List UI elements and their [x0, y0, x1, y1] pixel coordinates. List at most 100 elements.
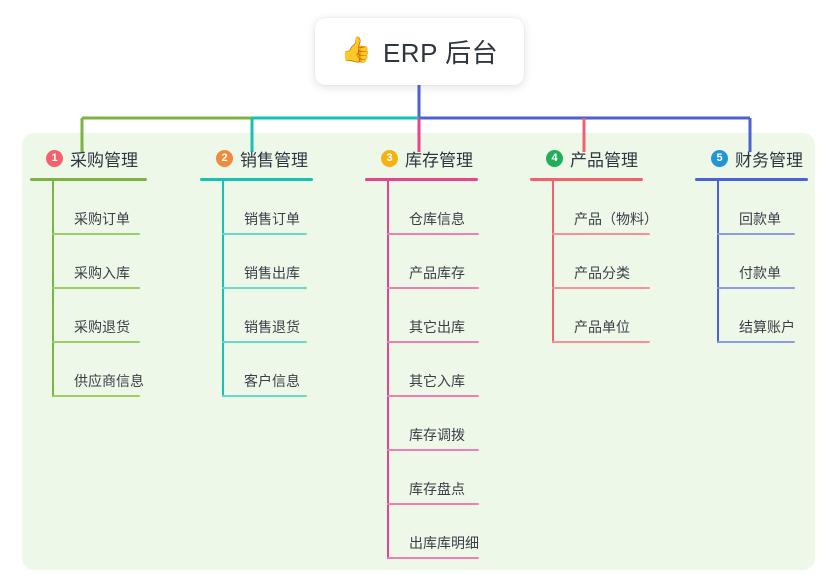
branch-number-badge: 3	[381, 149, 398, 167]
branch-item[interactable]: 其它入库	[387, 343, 479, 397]
branch-number-badge: 4	[546, 149, 563, 167]
branch-item[interactable]: 库存调拨	[387, 397, 479, 451]
branch-number-badge: 2	[216, 149, 233, 167]
branch-item-label: 客户信息	[244, 373, 300, 389]
branch-item-rule	[387, 341, 479, 343]
branch-item-label: 采购订单	[74, 211, 130, 227]
branch-header-rule	[30, 178, 147, 181]
branch-item-rule	[387, 233, 479, 235]
branch-item[interactable]: 客户信息	[222, 343, 313, 397]
branch-item[interactable]: 回款单	[717, 181, 808, 235]
branch-header-rule	[695, 178, 808, 181]
branch-item-label: 回款单	[739, 211, 781, 227]
branch-header-1[interactable]: 1 采购管理	[30, 146, 147, 170]
branch-item[interactable]: 产品（物料）	[552, 181, 658, 235]
branch-item-rule	[552, 287, 650, 289]
branch-item-rule	[222, 287, 307, 289]
root-node-title: ERP 后台	[382, 38, 499, 68]
branch-item[interactable]: 付款单	[717, 235, 808, 289]
branch-item-list: 仓库信息产品库存其它出库其它入库库存调拨库存盘点出库库明细	[387, 181, 479, 559]
branch-item[interactable]: 产品库存	[387, 235, 479, 289]
branch-item-rule	[52, 341, 140, 343]
branch-header-2[interactable]: 2 销售管理	[200, 146, 313, 170]
branch-item-label: 销售退货	[244, 319, 300, 335]
branch-item[interactable]: 销售出库	[222, 235, 313, 289]
branch-item-label: 产品库存	[409, 265, 465, 281]
branch-header-rule	[530, 178, 643, 181]
branch-item[interactable]: 其它出库	[387, 289, 479, 343]
thumbs-up-icon: 👍	[340, 36, 372, 64]
branch-item-rule	[387, 557, 479, 559]
branch-item-rule	[552, 341, 650, 343]
branch-item-rule	[717, 341, 795, 343]
branch-item-list: 销售订单销售出库销售退货客户信息	[222, 181, 313, 397]
branch-item-rule	[222, 233, 307, 235]
branch-panel-background	[22, 133, 815, 570]
branch-item-label: 其它出库	[409, 319, 465, 335]
branch-item-label: 其它入库	[409, 373, 465, 389]
branch-item-rule	[387, 287, 479, 289]
branch-item-label: 库存调拨	[409, 427, 465, 443]
branch-item-label: 结算账户	[739, 319, 795, 335]
branch-item-list: 回款单付款单结算账户	[717, 181, 808, 343]
branch-item-list: 产品（物料） 产品分类产品单位	[552, 181, 658, 343]
branch-item[interactable]: 供应商信息	[52, 343, 147, 397]
branch-spine-line	[552, 181, 554, 343]
branch-item-label: 产品分类	[574, 265, 630, 281]
branch-header-4[interactable]: 4 产品管理	[530, 146, 643, 170]
branch-item-label: 出库库明细	[409, 535, 479, 551]
branch-item-rule	[387, 395, 479, 397]
branch-column-3: 3 库存管理仓库信息产品库存其它出库其它入库库存调拨库存盘点出库库明细	[365, 146, 479, 559]
branch-item-rule	[222, 341, 307, 343]
branch-item[interactable]: 出库库明细	[387, 505, 479, 559]
branch-spine-line	[387, 181, 389, 559]
branch-item-label: 付款单	[739, 265, 781, 281]
branch-item-rule	[222, 395, 307, 397]
branch-item[interactable]: 销售退货	[222, 289, 313, 343]
branch-header-3[interactable]: 3 库存管理	[365, 146, 478, 170]
branch-item[interactable]: 结算账户	[717, 289, 808, 343]
branch-spine-line	[717, 181, 719, 343]
branch-column-2: 2 销售管理销售订单销售出库销售退货客户信息	[200, 146, 313, 397]
branch-title: 库存管理	[405, 150, 473, 170]
branch-item-label: 供应商信息	[74, 373, 144, 389]
branch-number-badge: 1	[46, 149, 63, 167]
branch-item[interactable]: 产品单位	[552, 289, 650, 343]
branch-spine-line	[222, 181, 224, 397]
root-node[interactable]: 👍 ERP 后台	[315, 18, 524, 85]
branch-item-label: 销售出库	[244, 265, 300, 281]
branch-item-rule	[52, 233, 140, 235]
branch-item-label: 采购入库	[74, 265, 130, 281]
branch-title: 采购管理	[70, 150, 138, 170]
branch-header-rule	[365, 178, 478, 181]
branch-item[interactable]: 库存盘点	[387, 451, 479, 505]
branch-item-rule	[387, 503, 479, 505]
branch-item[interactable]: 采购入库	[52, 235, 147, 289]
branch-item-rule	[717, 287, 795, 289]
branch-item-rule	[717, 233, 795, 235]
branch-item-label: 销售订单	[244, 211, 300, 227]
branch-header-rule	[200, 178, 313, 181]
branch-item[interactable]: 采购退货	[52, 289, 147, 343]
branch-item[interactable]: 产品分类	[552, 235, 650, 289]
branch-title: 财务管理	[735, 150, 803, 170]
branch-title: 销售管理	[240, 150, 308, 170]
branch-item-label: 仓库信息	[409, 211, 465, 227]
branch-item-label: 产品单位	[574, 319, 630, 335]
branch-title: 产品管理	[570, 150, 638, 170]
branch-item[interactable]: 采购订单	[52, 181, 147, 235]
branch-item-rule	[552, 233, 650, 235]
branch-item-label: 采购退货	[74, 319, 130, 335]
branch-item-rule	[52, 287, 140, 289]
branch-item[interactable]: 销售订单	[222, 181, 313, 235]
branch-item-label: 库存盘点	[409, 481, 465, 497]
branch-item[interactable]: 仓库信息	[387, 181, 479, 235]
branch-item-rule	[52, 395, 140, 397]
branch-column-1: 1 采购管理采购订单采购入库采购退货供应商信息	[30, 146, 147, 397]
branch-item-list: 采购订单采购入库采购退货供应商信息	[52, 181, 147, 397]
branch-item-label: 产品（物料）	[574, 211, 658, 227]
branch-item-rule	[387, 449, 479, 451]
